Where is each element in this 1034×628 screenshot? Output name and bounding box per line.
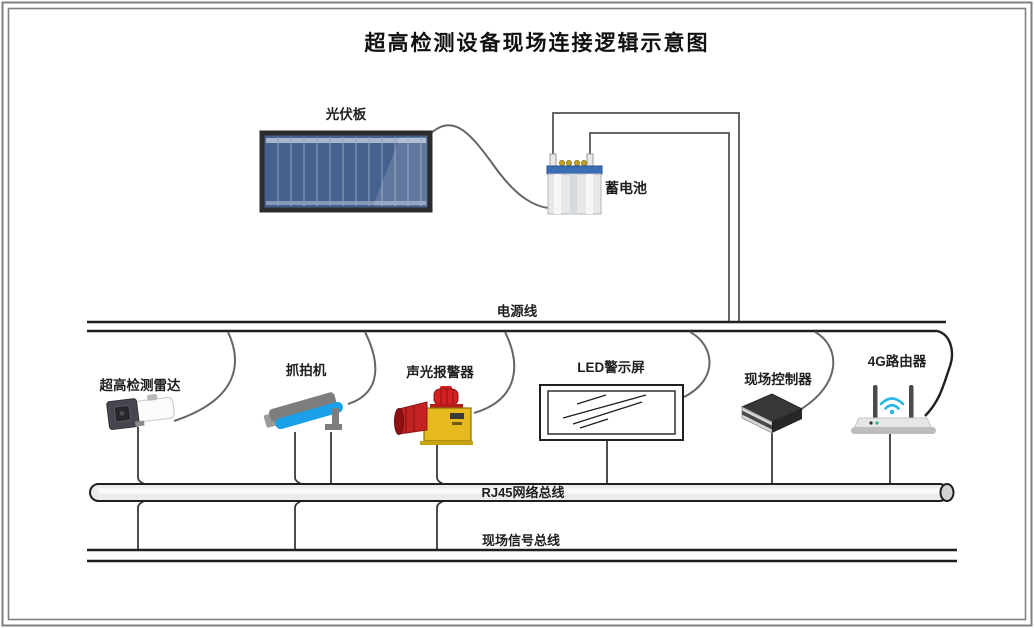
battery-icon: [546, 153, 603, 215]
power-drop-led: [683, 331, 711, 398]
alarm-label: 声光报警器: [405, 364, 474, 380]
router-label: 4G路由器: [868, 353, 927, 369]
wifi-icon: [879, 397, 905, 410]
power-wires: [429, 112, 740, 321]
capture-camera-icon: [263, 392, 343, 430]
signal-bus: [87, 548, 957, 563]
led-screen-icon: [539, 384, 684, 441]
alarm-icon: [394, 386, 473, 445]
power-drop-curves: [173, 331, 835, 422]
radar-label: 超高检测雷达: [99, 377, 181, 393]
solar-battery-wire: [429, 124, 564, 210]
led-screen-label: LED警示屏: [577, 359, 645, 375]
capture-camera-label: 抓拍机: [286, 362, 327, 378]
controller-label: 现场控制器: [744, 371, 812, 387]
network-bus-pipe: [89, 483, 955, 502]
power-drop-radar: [173, 331, 236, 422]
power-line-label: 电源线: [497, 303, 538, 319]
battery-wire-inner: [589, 132, 730, 321]
power-drop-alarm: [473, 331, 516, 414]
network-bus-label: RJ45网络总线: [481, 485, 564, 500]
power-drop-capture: [347, 331, 377, 405]
page-title: 超高检测设备现场连接逻辑示意图: [365, 31, 710, 55]
solar-panel-label: 光伏板: [325, 106, 367, 122]
battery-wire-outer: [552, 112, 740, 321]
controller-icon: [740, 393, 804, 434]
router-icon: [851, 385, 936, 434]
power-line-bus: [87, 320, 954, 417]
radar-camera-icon: [106, 394, 175, 430]
battery-label: 蓄电池: [605, 180, 647, 196]
power-line-bottom-with-router-drop: [87, 329, 954, 417]
solar-panel-icon: [259, 130, 433, 213]
signal-bus-label: 现场信号总线: [482, 533, 560, 548]
power-drop-controller: [797, 331, 835, 412]
